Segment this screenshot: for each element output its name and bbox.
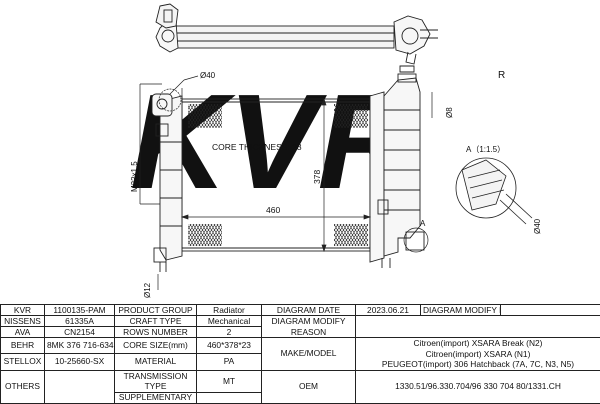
field-label: DIAGRAM MODIFY DATE: [421, 305, 501, 316]
field-label: CRAFT TYPE: [115, 316, 197, 327]
table-row: NISSENS 61335A CRAFT TYPE Mechanical DIA…: [1, 316, 600, 327]
make-model-value: Citroen(import) XSARA Break (N2) Citroen…: [356, 338, 600, 371]
field-label: ROWS NUMBER: [115, 327, 197, 338]
oem-value: 1330.51/96.330.704/96 330 704 80/1331.CH: [356, 370, 600, 403]
left-thread-label: M22x1.5: [130, 161, 139, 192]
field-value: 2023.06.21: [356, 305, 421, 316]
field-value: [197, 392, 262, 403]
field-label: CORE SIZE(mm): [115, 338, 197, 354]
core-width-label: 460: [266, 205, 280, 215]
cross-ref-brand: STELLOX: [1, 354, 45, 370]
bottom-pipe-diameter: Ø12: [143, 282, 152, 298]
cross-ref-brand: OTHERS: [1, 370, 45, 403]
field-value: Radiator: [197, 305, 262, 316]
cross-ref-brand: NISSENS: [1, 316, 45, 327]
field-value: 460*378*23: [197, 338, 262, 354]
detail-pipe-diameter: Ø40: [533, 218, 542, 234]
tank-pipe-diameter: Ø8: [445, 107, 454, 118]
table-row: KVR 1100135-PAM PRODUCT GROUP Radiator D…: [1, 305, 600, 316]
table-row: BEHR 8MK 376 716-634 CORE SIZE(mm) 460*3…: [1, 338, 600, 354]
brand-cell: KVR: [1, 305, 45, 316]
cross-ref-number: 8MK 376 716-634: [45, 338, 115, 354]
core-height-label: 378: [312, 170, 322, 184]
field-label: MAKE/MODEL: [262, 338, 356, 371]
field-label: MATERIAL: [115, 354, 197, 370]
field-value: [501, 305, 600, 316]
detail-ref-label: A: [420, 219, 426, 228]
top-pipe-diameter: Ø40: [200, 71, 216, 80]
radiator-technical-drawing: KVR R: [0, 0, 600, 304]
field-label: TRANSMISSION TYPE: [115, 370, 197, 392]
field-value: [356, 316, 600, 338]
cross-ref-number: 10-25660-SX: [45, 354, 115, 370]
kvr-watermark: KVR R: [130, 66, 505, 217]
field-value: 2: [197, 327, 262, 338]
field-value: PA: [197, 354, 262, 370]
field-label: SUPPLEMENTARY: [115, 392, 197, 403]
cross-ref-number: CN2154: [45, 327, 115, 338]
field-label: DIAGRAM DATE: [262, 305, 356, 316]
field-label: DIAGRAM MODIFY REASON: [262, 316, 356, 338]
part-number-cell: 1100135-PAM: [45, 305, 115, 316]
top-view-tank: [156, 4, 438, 64]
cross-ref-brand: AVA: [1, 327, 45, 338]
table-row: OTHERS TRANSMISSION TYPE MT OEM 1330.51/…: [1, 370, 600, 392]
cross-ref-number: 61335A: [45, 316, 115, 327]
cross-ref-brand: BEHR: [1, 338, 45, 354]
detail-view-a: [456, 158, 532, 224]
field-label: OEM: [262, 370, 356, 403]
core-thickness-label: CORE THICKNESS: 23: [212, 142, 302, 152]
right-tank: [370, 66, 428, 268]
field-label: PRODUCT GROUP: [115, 305, 197, 316]
cross-ref-number: [45, 370, 115, 403]
spec-table: KVR 1100135-PAM PRODUCT GROUP Radiator D…: [0, 304, 600, 404]
field-value: Mechanical: [197, 316, 262, 327]
svg-text:R: R: [498, 70, 505, 81]
field-value: MT: [197, 370, 262, 392]
detail-view-title: A（1:1.5）: [466, 145, 505, 154]
